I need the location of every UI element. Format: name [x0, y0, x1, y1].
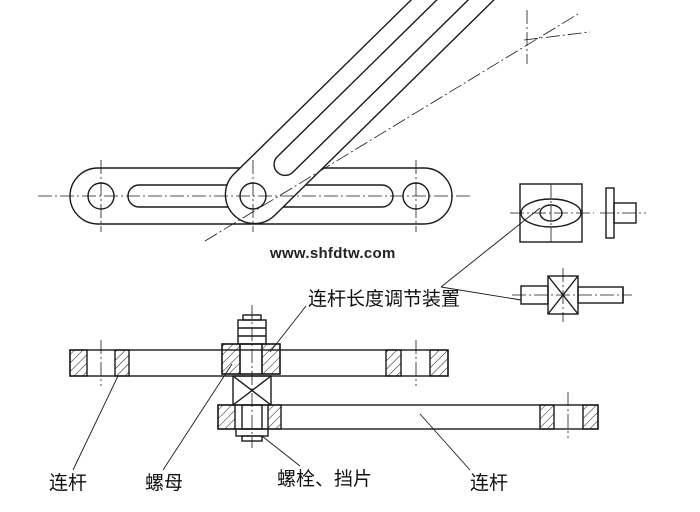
watermark-text: www.shfdtw.com: [270, 245, 396, 262]
center-lines: [38, 10, 646, 448]
label-nut: 螺母: [145, 472, 184, 494]
leader-lines: [72, 207, 541, 471]
label-bolt-washer: 螺栓、挡片: [277, 468, 373, 490]
section-view: [69, 314, 599, 442]
nut-block: [221, 343, 281, 375]
label-link-right: 连杆: [470, 472, 509, 494]
inclined-link-top-view: [224, 0, 566, 225]
bolt-shank: [235, 404, 269, 442]
label-adjust-device: 连杆长度调节装置: [308, 288, 461, 310]
label-link-left: 连杆: [49, 472, 88, 494]
